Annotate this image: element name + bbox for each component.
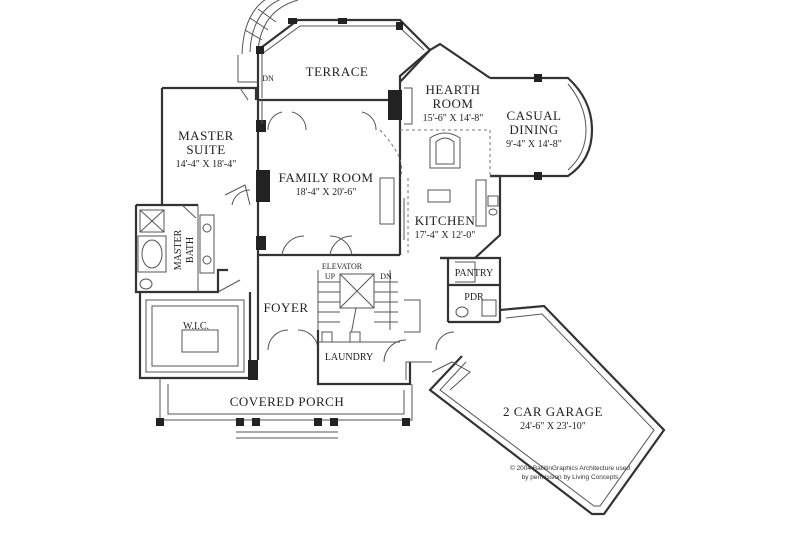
pantry-pdr-area xyxy=(440,256,502,324)
pdr-label: PDR xyxy=(464,292,484,303)
foyer-label: FOYER xyxy=(263,300,308,315)
family-room-label: FAMILY ROOM xyxy=(279,170,374,185)
garage-dims: 24'-6" X 23'-10" xyxy=(520,421,586,432)
master-suite-dims: 14'-4" X 18'-4" xyxy=(176,159,237,170)
stair-up-marker: UP xyxy=(325,272,336,281)
master-bath-label-line1: MASTER xyxy=(173,229,184,270)
terrace-label: TERRACE xyxy=(306,64,369,79)
elevator-label: ELEVATOR xyxy=(322,262,363,271)
hearth-room-dims: 15'-6" X 14'-8" xyxy=(423,113,484,124)
copyright-line1: © 2004 BallitinGraphics Architecture use… xyxy=(510,464,630,472)
foyer-stairs-area xyxy=(248,255,421,380)
casual-dining-label-line1: CASUAL xyxy=(506,108,561,123)
wic-label: W.I.C. xyxy=(183,321,209,332)
garage-area xyxy=(428,304,666,516)
kitchen-label: KITCHEN xyxy=(415,213,476,228)
master-suite-label-line1: MASTER xyxy=(178,128,234,143)
garage-label: 2 CAR GARAGE xyxy=(503,404,603,419)
hearth-room-area xyxy=(398,42,540,131)
stair-down-marker: DN xyxy=(380,272,392,281)
pantry-label: PANTRY xyxy=(455,268,494,279)
master-bath-label-group: MASTER BATH xyxy=(173,229,196,270)
casual-dining-label-line2: DINING xyxy=(509,122,558,137)
terrace-area xyxy=(237,0,432,100)
covered-porch-label: COVERED PORCH xyxy=(230,394,345,409)
casual-dining-dims: 9'-4" X 14'-8" xyxy=(506,139,562,150)
laundry-label: LAUNDRY xyxy=(325,352,373,363)
copyright-line2: by permission by Living Concepts xyxy=(522,474,620,481)
hearth-room-label-line1: HEARTH xyxy=(426,82,481,97)
covered-porch-area xyxy=(156,378,413,439)
wic-area xyxy=(138,279,252,380)
master-suite-label-line2: SUITE xyxy=(186,142,225,157)
kitchen-dims: 17'-4" X 12'-0" xyxy=(415,230,476,241)
family-room-dims: 18'-4" X 20'-6" xyxy=(296,187,357,198)
family-room-area xyxy=(256,90,403,257)
casual-dining-area xyxy=(489,74,594,180)
terrace-down-marker: DN xyxy=(262,74,274,83)
hearth-room-label-line2: ROOM xyxy=(432,96,473,111)
laundry-area xyxy=(316,330,432,386)
master-bath-label-line2: BATH xyxy=(185,237,196,263)
